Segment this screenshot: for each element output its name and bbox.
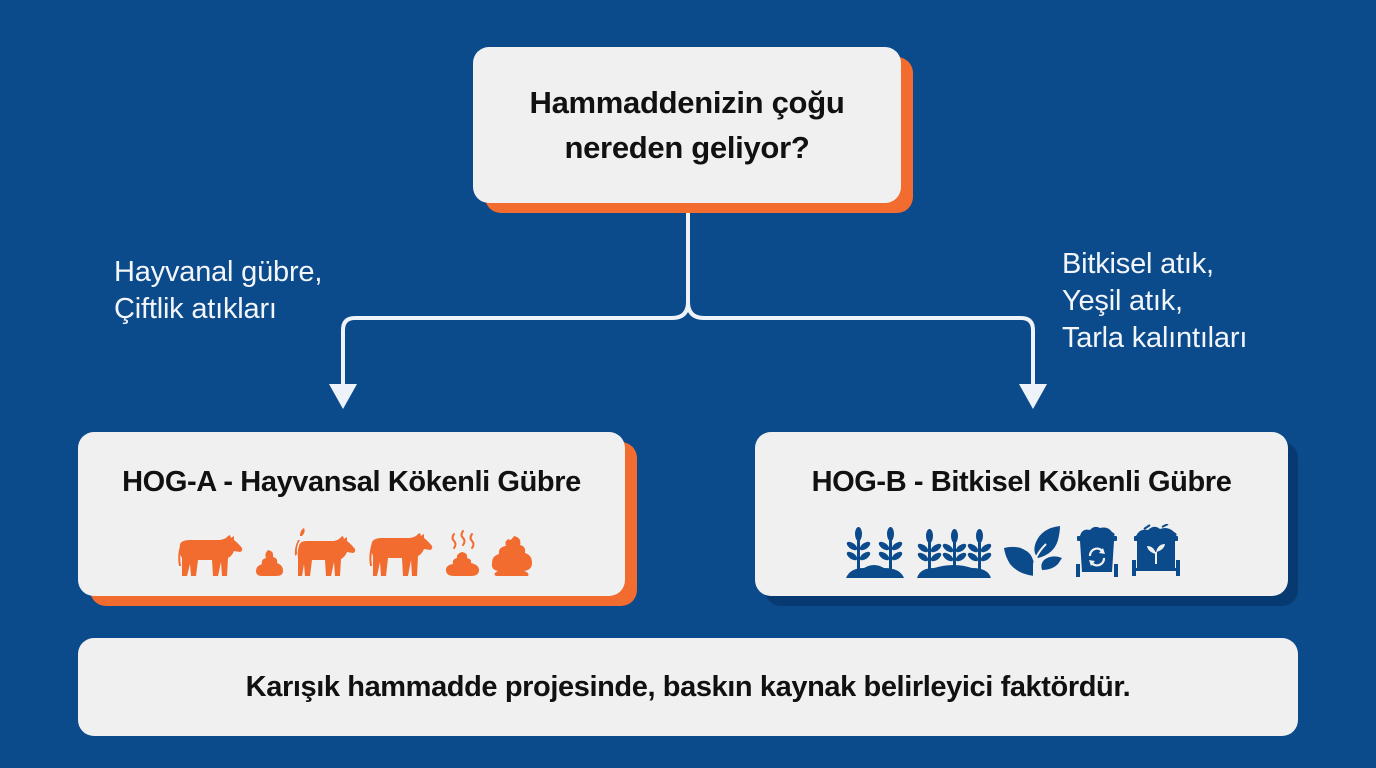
- branch-label-line: Yeşil atık,: [1062, 285, 1183, 317]
- crop-plants-icon: [845, 527, 904, 578]
- branch-label-line: Tarla kalıntıları: [1062, 322, 1248, 354]
- cow-icon: [177, 535, 242, 576]
- plant-icon-row: [755, 524, 1288, 578]
- manure-icon: [255, 550, 283, 576]
- animal-icon-row: [78, 526, 625, 578]
- branch-label-line: Hayvanal gübre,: [114, 256, 323, 288]
- branch-label-animal: Hayvanal gübre, Çiftlik atıkları: [114, 254, 322, 328]
- cow-icon: [368, 533, 432, 576]
- green-waste-cart-icon: [1131, 524, 1180, 576]
- branch-label-line: Bitkisel atık,: [1062, 248, 1214, 280]
- outcome-box-hog-a: HOG-A - Hayvansal Kökenli Gübre: [78, 432, 625, 596]
- branch-label-plant: Bitkisel atık, Yeşil atık, Tarla kalıntı…: [1062, 246, 1247, 357]
- compost-bin-icon: [1075, 526, 1118, 577]
- outcome-title-hog-b: HOG-B - Bitkisel Kökenli Gübre: [811, 466, 1232, 498]
- manure-icon: [491, 536, 532, 576]
- steaming-manure-icon: [445, 530, 479, 576]
- question-text: Hammaddenizin çoğu nereden geliyor?: [530, 80, 845, 170]
- branch-label-line: Çiftlik atıkları: [114, 293, 277, 325]
- footer-note-box: Karışık hammadde projesinde, baskın kayn…: [78, 638, 1298, 736]
- arrow-right-head: [1019, 384, 1047, 409]
- cow-icon: [294, 528, 355, 576]
- question-line-2: nereden geliyor?: [564, 130, 810, 165]
- crop-field-icon: [916, 529, 991, 578]
- outcome-box-hog-b: HOG-B - Bitkisel Kökenli Gübre: [755, 432, 1288, 596]
- outcome-title-hog-a: HOG-A - Hayvansal Kökenli Gübre: [122, 466, 581, 498]
- question-box: Hammaddenizin çoğu nereden geliyor?: [473, 47, 901, 203]
- leaf-icon: [1003, 526, 1062, 576]
- footer-note-text: Karışık hammadde projesinde, baskın kayn…: [245, 670, 1131, 703]
- arrow-left-head: [329, 384, 357, 409]
- question-line-1: Hammaddenizin çoğu: [529, 85, 845, 120]
